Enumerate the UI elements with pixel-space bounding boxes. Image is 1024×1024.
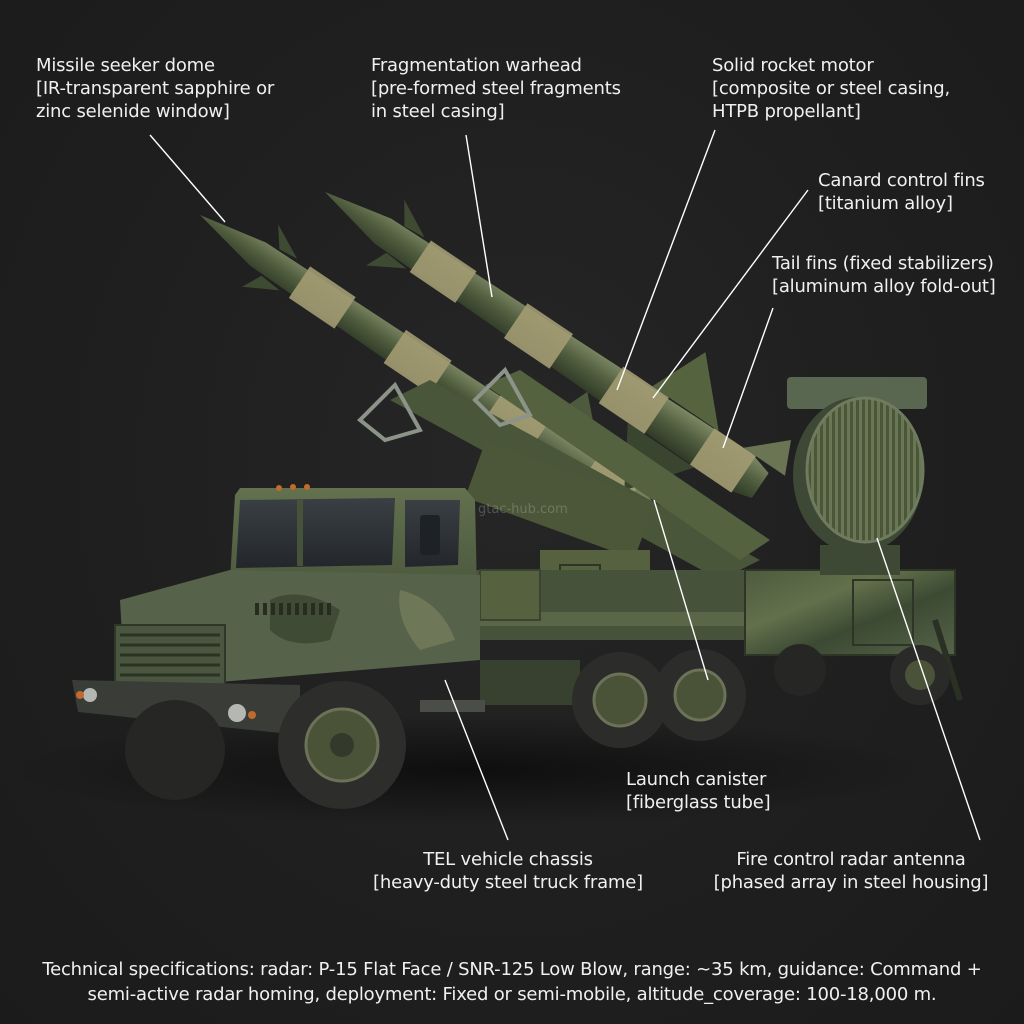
label-missile-seeker-dome: Missile seeker dome [IR-transparent sapp… bbox=[36, 54, 274, 123]
label-material: zinc selenide window] bbox=[36, 101, 230, 122]
label-material: [heavy-duty steel truck frame] bbox=[373, 872, 643, 893]
label-tel-vehicle-chassis: TEL vehicle chassis [heavy-duty steel tr… bbox=[368, 848, 648, 894]
label-material: HTPB propellant] bbox=[712, 101, 861, 122]
label-material: [pre-formed steel fragments bbox=[371, 78, 621, 99]
front-wheels bbox=[125, 681, 406, 809]
truck-cab bbox=[72, 484, 485, 735]
leader-radar bbox=[876, 537, 981, 841]
leader-canard bbox=[652, 189, 809, 399]
hood-vents bbox=[255, 603, 331, 615]
label-material: [fiberglass tube] bbox=[626, 792, 771, 813]
label-material: [aluminum alloy fold-out] bbox=[772, 276, 996, 297]
leader-warhead bbox=[465, 134, 493, 298]
leader-lines bbox=[149, 129, 981, 841]
label-material: [composite or steel casing, bbox=[712, 78, 951, 99]
label-title: Canard control fins bbox=[818, 170, 985, 191]
label-fragmentation-warhead: Fragmentation warhead [pre-formed steel … bbox=[371, 54, 621, 123]
label-title: Solid rocket motor bbox=[712, 55, 874, 76]
label-material: [IR-transparent sapphire or bbox=[36, 78, 275, 99]
missile-right bbox=[325, 192, 792, 499]
label-solid-rocket-motor: Solid rocket motor [composite or steel c… bbox=[712, 54, 950, 123]
leader-seeker bbox=[149, 134, 226, 223]
label-material: [phased array in steel housing] bbox=[713, 872, 989, 893]
specs-line-2: semi-active radar homing, deployment: Fi… bbox=[87, 984, 937, 1005]
label-tail-fins: Tail fins (fixed stabilizers) [aluminum … bbox=[772, 252, 996, 298]
specs-line-1: Technical specifications: radar: P-15 Fl… bbox=[42, 959, 982, 980]
label-title: Tail fins (fixed stabilizers) bbox=[772, 253, 994, 274]
leader-motor bbox=[616, 129, 716, 391]
radar-trailer bbox=[744, 377, 963, 705]
watermark: gtac-hub.com bbox=[478, 502, 568, 517]
label-canard-control-fins: Canard control fins [titanium alloy] bbox=[818, 169, 985, 215]
label-title: TEL vehicle chassis bbox=[423, 849, 593, 870]
rear-wheels bbox=[572, 649, 746, 748]
truck-bed bbox=[470, 569, 800, 705]
label-material: in steel casing] bbox=[371, 101, 505, 122]
label-title: Launch canister bbox=[626, 769, 767, 790]
leader-tail bbox=[722, 307, 774, 449]
ground-shadow bbox=[10, 715, 930, 825]
label-title: Fire control radar antenna bbox=[736, 849, 966, 870]
grille bbox=[120, 633, 220, 677]
leader-canister bbox=[653, 499, 709, 681]
leader-chassis bbox=[444, 679, 509, 841]
label-launch-canister: Launch canister [fiberglass tube] bbox=[626, 768, 771, 814]
label-title: Fragmentation warhead bbox=[371, 55, 582, 76]
label-fire-control-radar: Fire control radar antenna [phased array… bbox=[706, 848, 996, 894]
label-material: [titanium alloy] bbox=[818, 193, 953, 214]
label-title: Missile seeker dome bbox=[36, 55, 215, 76]
technical-specifications: Technical specifications: radar: P-15 Fl… bbox=[0, 957, 1024, 1007]
